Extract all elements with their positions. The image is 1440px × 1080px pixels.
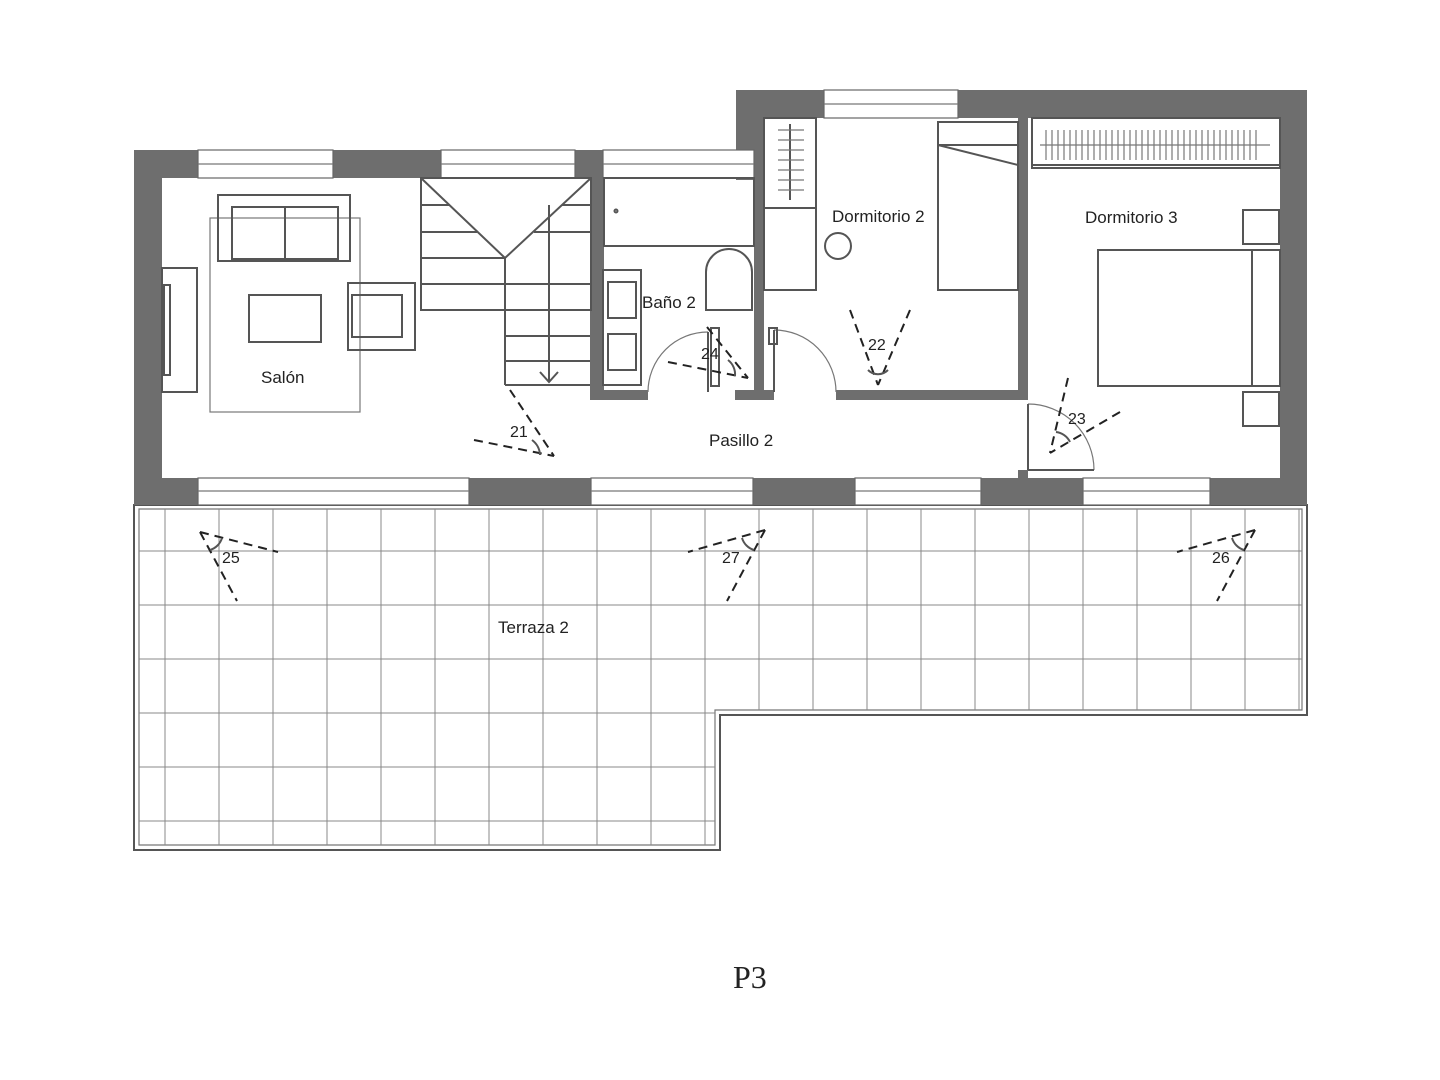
wall-top-right-a bbox=[736, 90, 824, 118]
coffee-table bbox=[248, 294, 322, 343]
camera-label-21: 21 bbox=[510, 424, 528, 441]
camera-label-25: 25 bbox=[222, 550, 240, 567]
bathtub bbox=[603, 177, 755, 247]
bedroom2-furniture bbox=[763, 117, 1019, 393]
nightstand-bottom bbox=[1242, 391, 1280, 427]
bath-door-swing bbox=[647, 331, 709, 393]
stairs bbox=[420, 177, 592, 386]
terrace-grid bbox=[139, 509, 1302, 845]
shower-screen bbox=[705, 248, 753, 311]
wardrobe-d3 bbox=[1031, 117, 1281, 169]
nightstand-top bbox=[1242, 209, 1280, 245]
terrace-inner-outline bbox=[138, 508, 1303, 846]
wall-dorm2-bottom-b bbox=[836, 390, 1028, 400]
wall-top-right-b bbox=[958, 90, 1307, 118]
wall-bottom-d bbox=[981, 478, 1083, 505]
camera-label-26: 26 bbox=[1212, 550, 1230, 567]
camera-marker-24: 24 bbox=[667, 326, 749, 379]
wall-top-left-b bbox=[333, 150, 441, 178]
camera-markers: 21 22 23 24 25 bbox=[199, 309, 1256, 602]
walls bbox=[134, 90, 1307, 505]
camera-label-22: 22 bbox=[868, 337, 886, 354]
wall-top-left-a bbox=[134, 150, 198, 178]
terrace bbox=[133, 504, 1308, 851]
camera-marker-27: 27 bbox=[687, 529, 766, 602]
wall-bottom-c bbox=[753, 478, 855, 505]
wall-left bbox=[134, 150, 162, 505]
room-labels: Salón Baño 2 Dormitorio 2 Dormitorio 3 P… bbox=[261, 207, 1178, 637]
wall-bath-right bbox=[754, 178, 764, 400]
armchair bbox=[347, 282, 416, 351]
chair-d2 bbox=[824, 232, 852, 260]
d3-door-swing bbox=[1027, 403, 1095, 471]
room-label-dormitorio3: Dormitorio 3 bbox=[1085, 208, 1178, 227]
bed-d3 bbox=[1097, 249, 1281, 387]
wall-dorm2-bottom-a bbox=[764, 390, 774, 400]
room-label-salon: Salón bbox=[261, 368, 304, 387]
wall-dorm3-door-jamb bbox=[1018, 470, 1028, 480]
camera-marker-26: 26 bbox=[1176, 529, 1256, 602]
wall-bottom-e bbox=[1210, 478, 1307, 505]
bedroom3-furniture bbox=[1027, 117, 1281, 471]
camera-label-23: 23 bbox=[1068, 411, 1086, 428]
bathroom-fixtures bbox=[602, 177, 755, 393]
wall-divider bbox=[1018, 118, 1028, 400]
camera-marker-22: 22 bbox=[849, 309, 911, 386]
bed-d2 bbox=[937, 121, 1019, 291]
room-label-terraza2: Terraza 2 bbox=[498, 618, 569, 637]
vanity bbox=[602, 269, 642, 386]
camera-marker-21: 21 bbox=[473, 389, 555, 457]
plan-title: P3 bbox=[733, 959, 767, 995]
windows bbox=[197, 89, 1211, 506]
sink-2 bbox=[607, 333, 637, 371]
furniture bbox=[161, 117, 1281, 471]
camera-label-27: 27 bbox=[722, 550, 740, 567]
camera-label-24: 24 bbox=[701, 346, 719, 363]
tv-unit bbox=[161, 267, 198, 393]
room-label-bano2: Baño 2 bbox=[642, 293, 696, 312]
tv bbox=[163, 284, 171, 376]
d2-door-swing bbox=[773, 329, 837, 393]
terrace-outline bbox=[133, 504, 1308, 851]
wall-bath-bottom-r bbox=[735, 390, 764, 400]
camera-marker-23: 23 bbox=[1049, 377, 1121, 454]
wall-bath-bottom bbox=[590, 390, 648, 400]
wall-bottom-b bbox=[469, 478, 591, 505]
camera-marker-25: 25 bbox=[199, 531, 279, 602]
wall-bath-left bbox=[590, 150, 604, 400]
wall-bottom-a bbox=[134, 478, 198, 505]
wall-right bbox=[1280, 90, 1307, 505]
room-label-pasillo2: Pasillo 2 bbox=[709, 431, 773, 450]
sink-1 bbox=[607, 281, 637, 319]
room-label-dormitorio2: Dormitorio 2 bbox=[832, 207, 925, 226]
armchair-seat bbox=[351, 294, 403, 338]
sofa bbox=[217, 194, 351, 262]
